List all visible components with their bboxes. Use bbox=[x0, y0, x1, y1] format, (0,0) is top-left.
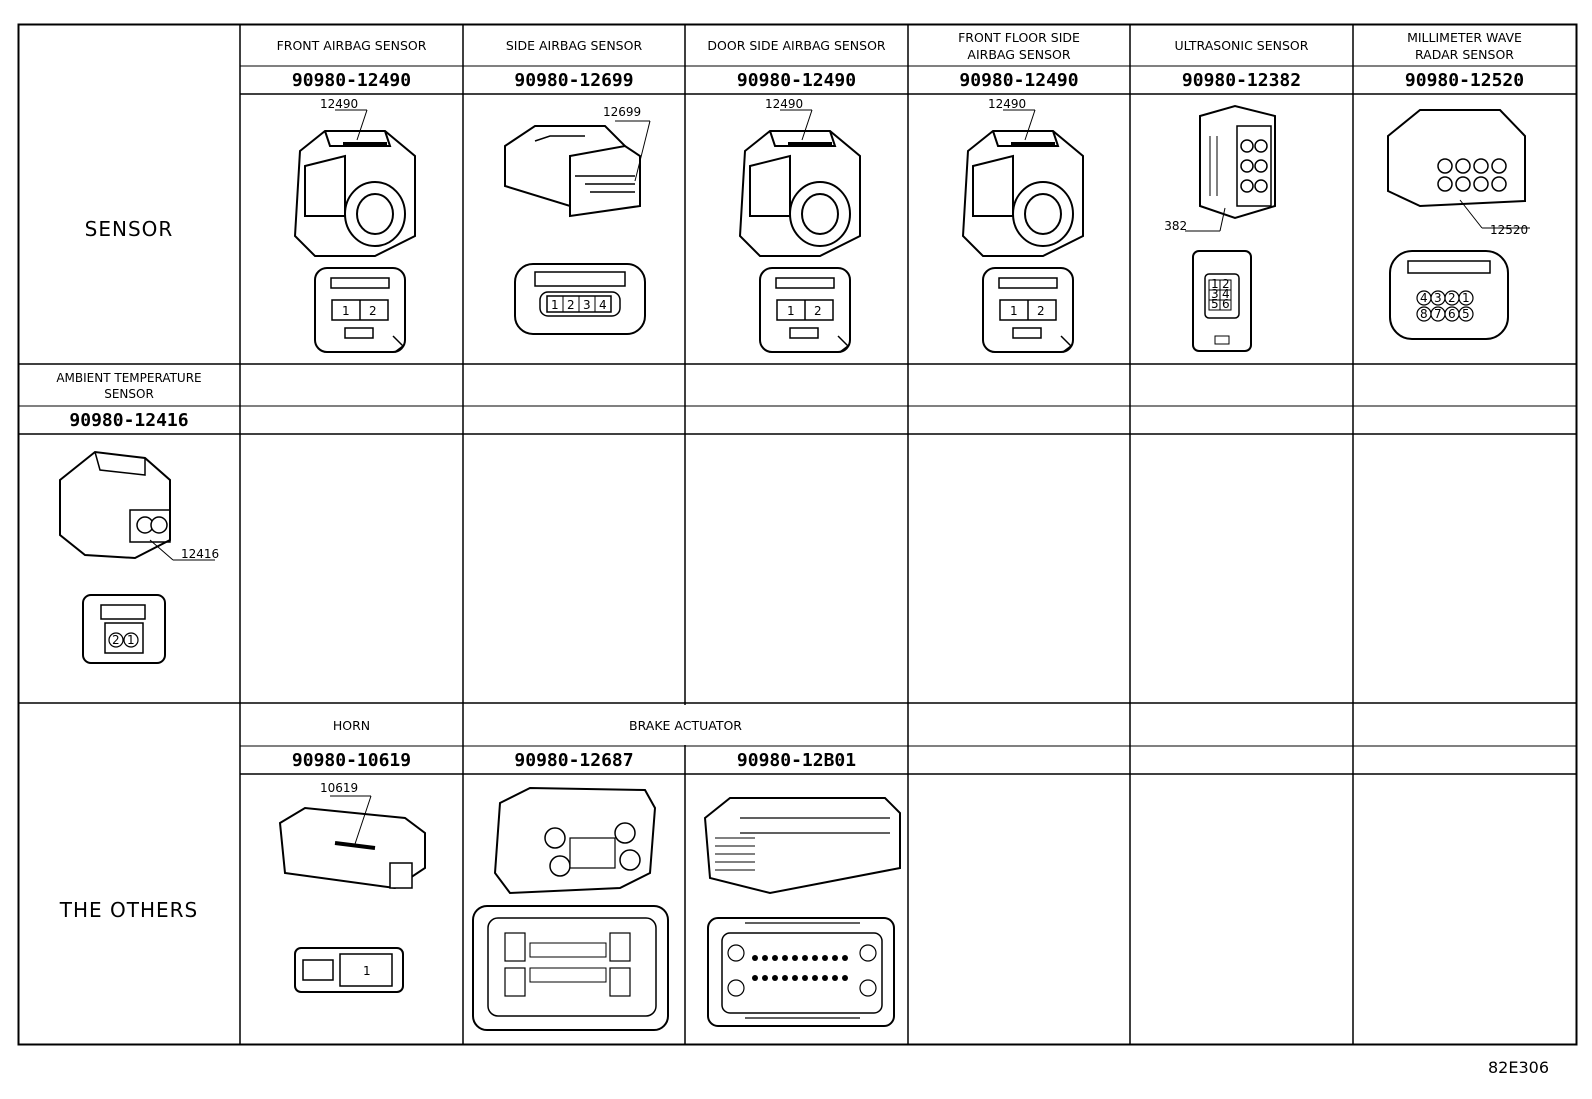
header-brake-actuator: BRAKE ACTUATOR bbox=[629, 717, 742, 733]
pin-label: 3 bbox=[1434, 291, 1442, 305]
part-number: 90980-12416 bbox=[69, 409, 189, 431]
pin-label: 4 bbox=[1420, 291, 1428, 305]
pin-label: 3 bbox=[583, 298, 591, 312]
part-number: 90980-12B01 bbox=[736, 749, 857, 771]
header-front-floor-side-airbag-sensor: FRONT FLOOR SIDE AIRBAG SENSOR bbox=[958, 29, 1080, 62]
header-side-airbag-sensor: SIDE AIRBAG SENSOR bbox=[505, 38, 643, 53]
callout-label: 12699 bbox=[603, 105, 641, 119]
callout-label: 10619 bbox=[320, 781, 358, 795]
callout-label: 12490 bbox=[320, 97, 358, 111]
header-millimeter-wave-radar-sensor: MILLIMETER WAVE RADAR SENSOR bbox=[1407, 29, 1522, 62]
pin-label: 2 bbox=[1222, 277, 1230, 291]
connector-illustration-brake-actuator-12b01 bbox=[703, 797, 901, 1027]
header-door-side-airbag-sensor: DOOR SIDE AIRBAG SENSOR bbox=[707, 38, 886, 53]
figure-id: 82E306 bbox=[1488, 1058, 1550, 1077]
pin-label: 1 bbox=[363, 964, 371, 978]
pin-label: 6 bbox=[1222, 297, 1230, 311]
pin-label: 1 bbox=[1462, 291, 1470, 305]
callout-label: 12490 bbox=[765, 97, 803, 111]
pin-label: 6 bbox=[1448, 307, 1456, 321]
part-number: 90980-12699 bbox=[514, 69, 634, 91]
pin-label: 2 bbox=[1448, 291, 1456, 305]
connector-illustration-front-airbag: 12490 1 2 bbox=[293, 97, 416, 353]
pin-label: 1 bbox=[1211, 277, 1219, 291]
connector-illustration-ambient-temperature: 12416 2 1 bbox=[59, 450, 219, 664]
pin-label: 1 bbox=[342, 304, 350, 318]
header-horn: HORN bbox=[332, 717, 371, 733]
pin-label: 8 bbox=[1420, 307, 1428, 321]
callout-label: 12416 bbox=[181, 547, 219, 561]
pin-label: 5 bbox=[1211, 297, 1219, 311]
pin-label: 2 bbox=[1037, 304, 1045, 318]
part-number: 90980-12490 bbox=[291, 69, 412, 91]
connector-illustration-ultrasonic: 12382 1 2 3 4 5 6 bbox=[1165, 104, 1276, 352]
connector-illustration-side-airbag: 12699 1 2 3 4 bbox=[504, 105, 651, 335]
section-label-others: THE OTHERS bbox=[59, 897, 199, 922]
connector-illustration-door-side-airbag: 12490 1 2 bbox=[738, 97, 861, 353]
part-number: 90980-10619 bbox=[291, 749, 412, 771]
pin-label: 2 bbox=[112, 633, 120, 647]
pin-label: 1 bbox=[551, 298, 559, 312]
part-number: 90980-12520 bbox=[1404, 69, 1525, 91]
pin-label: 4 bbox=[599, 298, 607, 312]
pin-label: 7 bbox=[1434, 307, 1442, 321]
pin-label: 1 bbox=[1010, 304, 1018, 318]
pin-label: 1 bbox=[787, 304, 795, 318]
pin-label: 2 bbox=[567, 298, 575, 312]
pin-label: 5 bbox=[1462, 307, 1470, 321]
pin-label: 1 bbox=[127, 633, 135, 647]
connector-illustration-brake-actuator-12687 bbox=[472, 786, 669, 1031]
part-number: 90980-12687 bbox=[514, 749, 634, 771]
pin-label: 2 bbox=[369, 304, 377, 318]
header-ambient-temperature-sensor: AMBIENT TEMPERATURE SENSOR bbox=[56, 370, 202, 401]
part-number: 90980-12490 bbox=[736, 69, 857, 91]
header-ultrasonic-sensor: ULTRASONIC SENSOR bbox=[1174, 38, 1309, 53]
connector-illustration-millimeter-wave-radar: 12520 4 3 2 1 8 7 6 5 bbox=[1387, 109, 1530, 340]
part-number: 90980-12490 bbox=[959, 69, 1079, 91]
connector-illustration-front-floor-side-airbag: 12490 1 2 bbox=[961, 97, 1084, 353]
callout-label: 12490 bbox=[988, 97, 1026, 111]
part-number: 90980-12382 bbox=[1181, 69, 1302, 91]
header-front-airbag-sensor: FRONT AIRBAG SENSOR bbox=[276, 38, 427, 53]
pin-label: 3 bbox=[1211, 287, 1219, 301]
pin-label: 4 bbox=[1222, 287, 1230, 301]
connector-illustration-horn: 10619 1 bbox=[278, 781, 426, 993]
callout-label: 12520 bbox=[1490, 223, 1528, 237]
section-label-sensor: SENSOR bbox=[84, 217, 174, 241]
callout-label: 12382 bbox=[1165, 219, 1187, 233]
pin-label: 2 bbox=[814, 304, 822, 318]
